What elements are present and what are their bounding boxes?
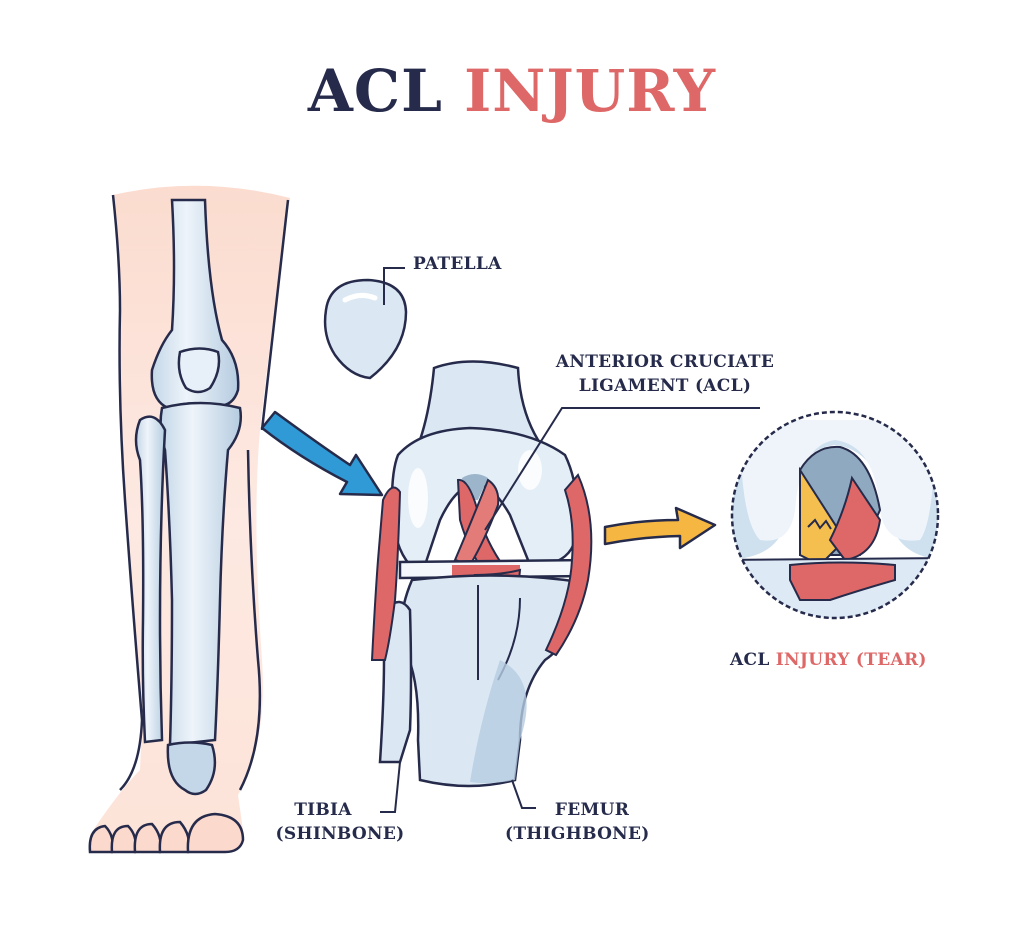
- label-acl-line1: ANTERIOR CRUCIATE: [555, 352, 775, 372]
- knee-joint-illustration: [370, 360, 760, 813]
- label-femur: FEMUR (THIGHBONE): [505, 798, 650, 846]
- title-acl: ACL: [307, 57, 443, 125]
- label-tear-acl: ACL: [730, 650, 770, 670]
- title-injury: INJURY: [464, 57, 717, 125]
- label-acl-line2: LIGAMENT (ACL): [578, 376, 752, 396]
- acl-tear-detail: [730, 410, 940, 620]
- label-femur-line2: (THIGHBONE): [505, 824, 650, 844]
- blue-arrow-icon: [260, 410, 384, 497]
- label-tibia: TIBIA (SHINBONE): [265, 798, 415, 846]
- dashed-magnifier-border: [730, 410, 940, 620]
- label-tibia-line2: (SHINBONE): [275, 824, 405, 844]
- label-tear-injury: INJURY (TEAR): [775, 650, 927, 670]
- label-femur-line1: FEMUR: [554, 800, 630, 820]
- patella-illustration: [323, 267, 408, 380]
- label-acl-tear: ACL INJURY (TEAR): [730, 648, 927, 672]
- page-title: ACL INJURY: [0, 62, 1024, 120]
- leg-illustration: [88, 185, 290, 854]
- label-acl: ANTERIOR CRUCIATE LIGAMENT (ACL): [540, 350, 790, 398]
- yellow-arrow-icon: [603, 506, 717, 550]
- label-patella: PATELLA: [413, 254, 502, 274]
- label-tibia-line1: TIBIA: [294, 800, 352, 820]
